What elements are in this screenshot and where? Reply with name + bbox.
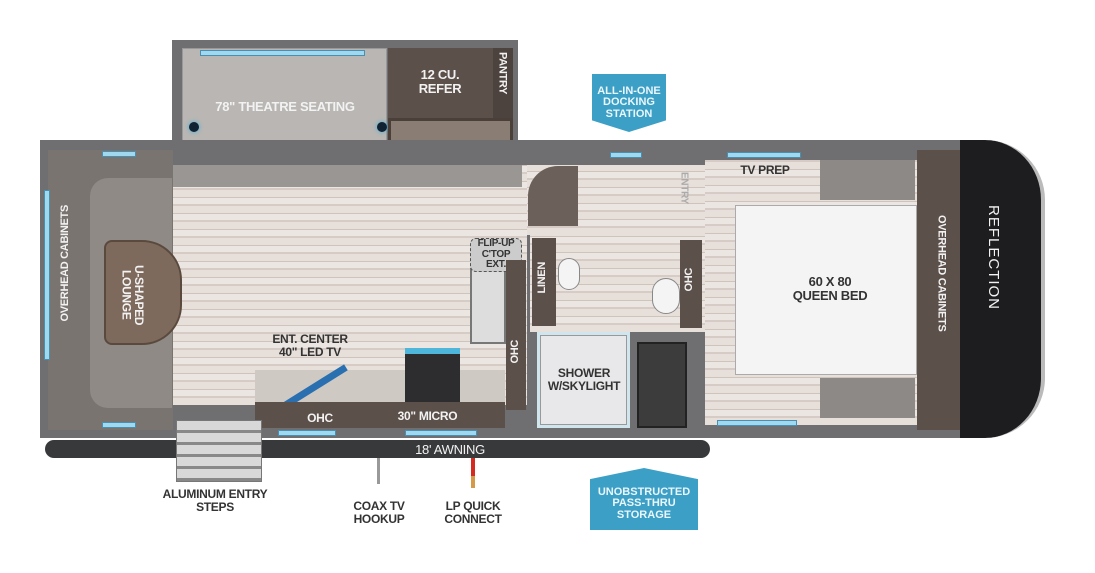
bath-floor: [530, 232, 705, 332]
shower-label: SHOWER w/SKYLIGHT: [547, 366, 621, 393]
kitchen-counter: [470, 268, 506, 344]
entry-door: [528, 166, 578, 226]
window: [278, 430, 336, 436]
window: [102, 151, 136, 157]
steps-label: ALUMINUM ENTRY STEPS: [162, 487, 268, 514]
ohc-cabinet: [255, 402, 505, 428]
brand-logo: REFLECTION: [984, 205, 1002, 311]
window: [102, 422, 136, 428]
storage-rack: [637, 342, 687, 428]
toilet-icon: [558, 258, 580, 290]
nightstand: [820, 160, 915, 200]
lounge-table: [104, 240, 182, 345]
ent-center-label: ENT. CENTER 40" LED TV: [272, 332, 348, 359]
pantry-label: PANTRY: [496, 52, 509, 95]
theatre-seating-label: 78" THEATRE SEATING: [215, 99, 355, 114]
refer-label: 12 CU. REFER: [418, 67, 462, 96]
overhead-cabinets-right-label: OVERHEAD CABINETS: [935, 215, 948, 332]
window: [405, 430, 477, 436]
pass-thru-storage-badge: UNOBSTRUCTED PASS-THRU STORAGE: [590, 468, 698, 530]
microwave-oven: [405, 348, 460, 403]
overhead-cabinets-left: OVERHEAD CABINETS: [59, 205, 71, 322]
queen-bed: [735, 205, 917, 375]
window: [44, 190, 50, 360]
sink-icon: [652, 278, 680, 314]
micro-label: 30" MICRO: [397, 409, 458, 423]
linen-cabinet: [532, 238, 556, 326]
refrigerator: [388, 48, 493, 118]
lp-label: LP QUICK CONNECT: [444, 499, 502, 526]
pantry: [493, 48, 513, 118]
window: [610, 152, 642, 158]
window: [200, 50, 365, 56]
kitchen-wall-cabinet: [506, 260, 526, 410]
overhead-cabinets-right: [917, 150, 962, 430]
coax-label: COAX TV HOOKUP: [353, 499, 405, 526]
flip-up-label: FLIP-UP C'TOP EXT.: [470, 238, 522, 272]
bath-ohc: [680, 240, 702, 328]
tv-prep-label: TV PREP: [740, 163, 790, 177]
coax-line: [377, 458, 380, 484]
docking-station-badge: ALL-IN-ONE DOCKING STATION: [592, 74, 666, 132]
ohc-kitchen-label: OHC: [509, 340, 521, 364]
bed-label: 60 x 80 QUEEN BED: [792, 274, 868, 303]
shower: [537, 332, 630, 428]
entry-label: ENTRY: [678, 172, 690, 205]
ohc-bath-label: OHC: [683, 268, 695, 292]
awning-label: 18' AWNING: [415, 442, 485, 457]
awning: [45, 440, 710, 458]
nightstand: [820, 378, 915, 418]
window: [727, 152, 801, 158]
lp-line: [471, 458, 475, 488]
front-cap: [960, 140, 1045, 438]
ohc-entcenter-label: OHC: [307, 411, 333, 425]
entry-steps: [176, 420, 262, 482]
cupholder-icon: [189, 122, 199, 132]
carpet: [172, 165, 522, 187]
window: [717, 420, 797, 426]
cupholder-icon: [377, 122, 387, 132]
lounge-label: U-SHAPED LOUNGE: [119, 264, 147, 326]
linen-label: LINEN: [536, 262, 548, 294]
living-floor: [172, 165, 527, 405]
